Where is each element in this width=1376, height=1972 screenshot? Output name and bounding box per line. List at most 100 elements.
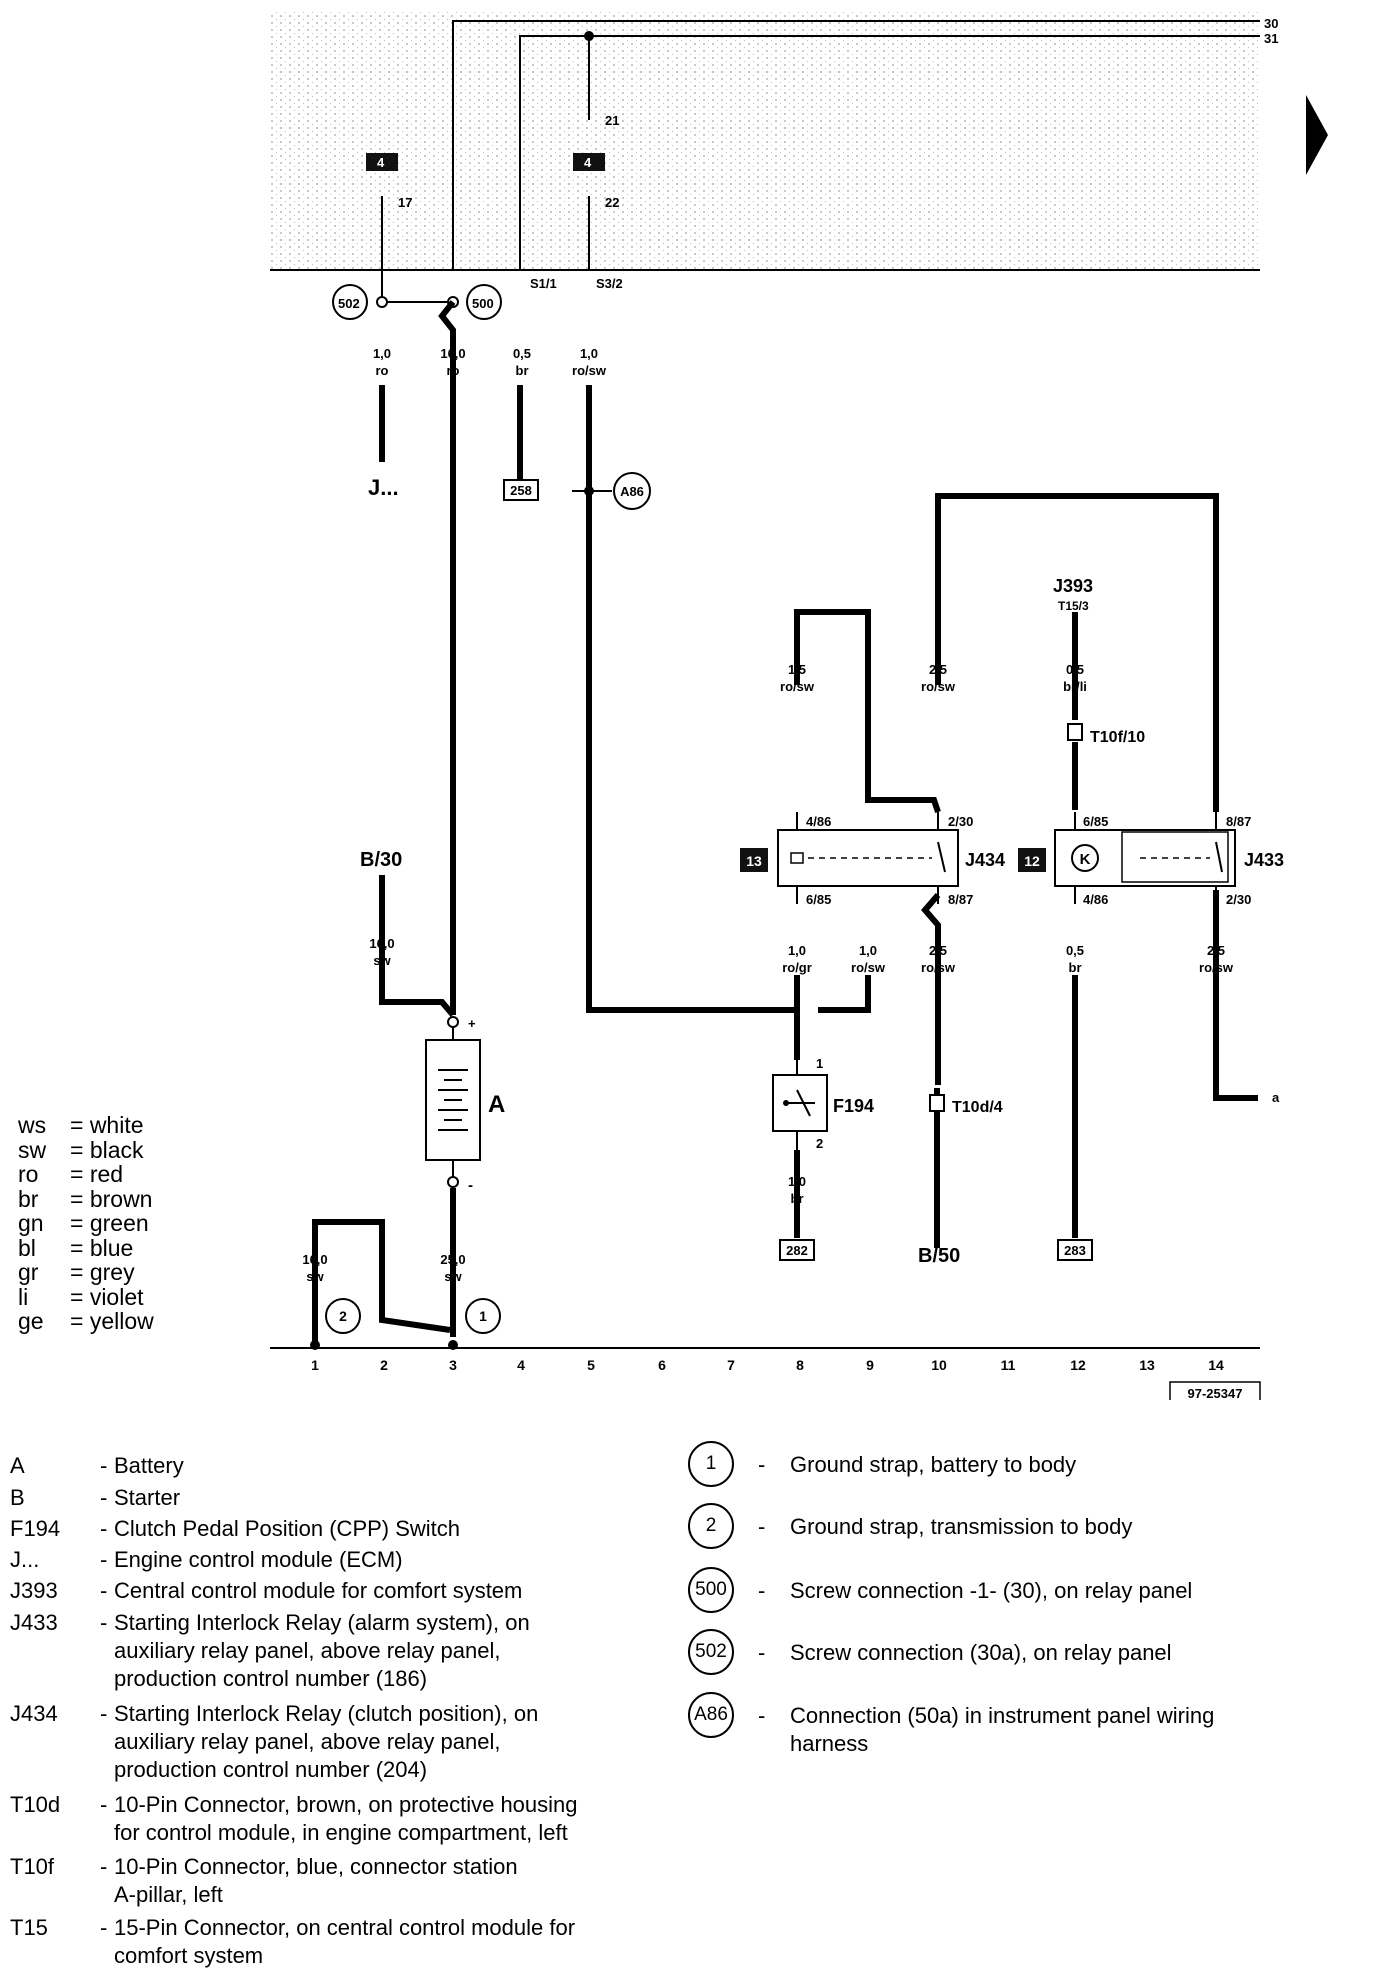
svg-text:8/87: 8/87 xyxy=(948,892,973,907)
color-abbr-meaning: = blue xyxy=(70,1234,134,1261)
ground-strap-2 xyxy=(325,1298,361,1334)
color-abbr-key: ro xyxy=(18,1161,39,1187)
wire-label-w4-size: 1,0 xyxy=(580,346,598,361)
component-legend-desc: Starter xyxy=(114,1485,181,1510)
panel-pin-s3: S3/2 xyxy=(596,276,623,291)
wire-label-w14-color: br xyxy=(791,1191,804,1206)
ref-283: 283 xyxy=(1064,1243,1086,1258)
svg-text:4/86: 4/86 xyxy=(1083,892,1108,907)
wire-w13 xyxy=(1213,890,1258,1101)
ground-number: 4 xyxy=(517,1357,525,1373)
component-legend-desc: Engine control module (ECM) xyxy=(114,1547,403,1572)
color-abbr-key: ge xyxy=(18,1308,44,1334)
color-abbr-row: li= violet xyxy=(18,1285,144,1309)
wire-label-w3-color: br xyxy=(516,363,529,378)
component-legend-desc: 10-Pin Connector, blue, connector statio… xyxy=(114,1854,518,1907)
ground-number: 5 xyxy=(587,1357,595,1373)
component-legend-code: T15 xyxy=(10,1915,48,1940)
component-legend-desc: 15-Pin Connector, on central control mod… xyxy=(114,1915,576,1968)
wire-label-w16-size: 25,0 xyxy=(440,1252,465,1267)
wire-label-w2-color: ro xyxy=(447,363,460,378)
ground-legend-symbol: 2 xyxy=(688,1503,734,1549)
fuse-4-left xyxy=(366,153,398,171)
wire-label-w13-color: ro/sw xyxy=(1199,960,1234,975)
component-legend-desc: Battery xyxy=(114,1453,184,1478)
component-legend-desc: Starting Interlock Relay (clutch positio… xyxy=(114,1701,539,1782)
ground-number: 9 xyxy=(866,1357,874,1373)
wire-w10 xyxy=(818,975,871,1013)
f194-label: F194 xyxy=(833,1096,874,1116)
output-a: a xyxy=(1272,1090,1280,1105)
color-abbr-meaning: = grey xyxy=(70,1259,135,1285)
wire-label-w14-size: 1,0 xyxy=(788,1174,806,1189)
component-legend-desc: Central control module for comfort syste… xyxy=(114,1578,523,1603)
ground-legend-symbol: 500 xyxy=(688,1567,734,1613)
fuse-4-right xyxy=(573,153,605,171)
color-abbr-meaning: = yellow xyxy=(70,1308,154,1334)
svg-text:6/85: 6/85 xyxy=(1083,814,1108,829)
ref-258: 258 xyxy=(510,483,532,498)
wire-label-w6-size: 1,5 xyxy=(788,662,806,677)
starter-b30: B/30 xyxy=(360,849,402,871)
battery-label: A xyxy=(488,1091,505,1118)
wire-w2 xyxy=(438,300,456,1015)
ground-number: 7 xyxy=(727,1357,735,1373)
ground-number: 3 xyxy=(449,1357,457,1373)
color-abbr-key: li xyxy=(18,1283,29,1310)
svg-text:8/87: 8/87 xyxy=(1226,814,1251,829)
wire-label-w9-color: ro/gr xyxy=(782,960,812,975)
ground-legend-desc: Screw connection -1- (30), on relay pane… xyxy=(790,1578,1193,1603)
ground-legend-dash: - xyxy=(758,1514,766,1539)
svg-text:1: 1 xyxy=(816,1056,823,1071)
ground-legend-dash: - xyxy=(758,1452,766,1477)
switch-f194 xyxy=(772,1074,828,1132)
wire-label-w1-color: ro xyxy=(376,363,389,378)
connection-a86 xyxy=(613,472,651,510)
wire-label-w13-size: 2,5 xyxy=(1207,943,1225,958)
component-legend-code: J433 xyxy=(10,1610,58,1635)
component-legend-code: A xyxy=(10,1453,25,1478)
starter-b50: B/50 xyxy=(918,1245,960,1267)
wire-label-w8-size: 0,5 xyxy=(1066,662,1084,677)
color-abbr-row: gr = grey xyxy=(18,1260,135,1284)
wiring-diagram: 30 31 4 17 4 21 22 S1/1 S3/2 502 500 xyxy=(270,12,1328,1400)
color-abbr-row: ro= red xyxy=(18,1162,123,1186)
component-legend-code: B xyxy=(10,1485,25,1510)
rail-31-line xyxy=(519,35,1260,270)
color-abbr-key: gr xyxy=(18,1259,39,1285)
svg-text:1: 1 xyxy=(479,1308,487,1324)
ecm-ref: J... xyxy=(368,475,399,500)
rail-30-line xyxy=(452,20,1260,270)
fuse-4-right-label: 4 xyxy=(584,155,592,170)
svg-text:+: + xyxy=(468,1016,476,1031)
fuse-4-left-label: 4 xyxy=(377,155,385,170)
j433-label: J433 xyxy=(1244,850,1284,870)
wire-label-w11-color: ro/sw xyxy=(921,960,956,975)
color-abbr-meaning: = white xyxy=(70,1112,144,1138)
component-legend-desc: 10-Pin Connector, brown, on protective h… xyxy=(114,1792,578,1845)
wire-label-w2-size: 16,0 xyxy=(440,346,465,361)
component-legend-code: J... xyxy=(10,1547,40,1572)
ground-number: 13 xyxy=(1139,1357,1155,1373)
svg-text:4/86: 4/86 xyxy=(806,814,831,829)
component-legend-desc: Starting Interlock Relay (alarm system),… xyxy=(114,1610,530,1691)
color-abbr-key: gn xyxy=(18,1210,44,1236)
wire-label-w5-size: 16,0 xyxy=(369,936,394,951)
svg-text:A86: A86 xyxy=(620,484,644,499)
component-legend-dash: - xyxy=(100,1610,108,1635)
component-legend-dash: - xyxy=(100,1701,108,1726)
svg-text:500: 500 xyxy=(472,296,494,311)
component-legend-dash: - xyxy=(100,1453,108,1478)
component-legend-code: J434 xyxy=(10,1701,58,1726)
ground-legend-desc: Screw connection (30a), on relay panel xyxy=(790,1640,1172,1665)
component-legend-code: T10d xyxy=(10,1792,61,1817)
svg-text:502: 502 xyxy=(338,296,360,311)
color-abbr-key: bl xyxy=(18,1234,36,1261)
color-abbr-meaning: = green xyxy=(70,1210,149,1236)
wire-label-w12-color: br xyxy=(1069,960,1082,975)
rail-31-label: 31 xyxy=(1264,31,1278,46)
ground-number: 6 xyxy=(658,1357,666,1373)
wire-label-w11-size: 2,5 xyxy=(929,943,947,958)
panel-pin-s1: S1/1 xyxy=(530,276,557,291)
wire-w4 xyxy=(586,385,795,1013)
